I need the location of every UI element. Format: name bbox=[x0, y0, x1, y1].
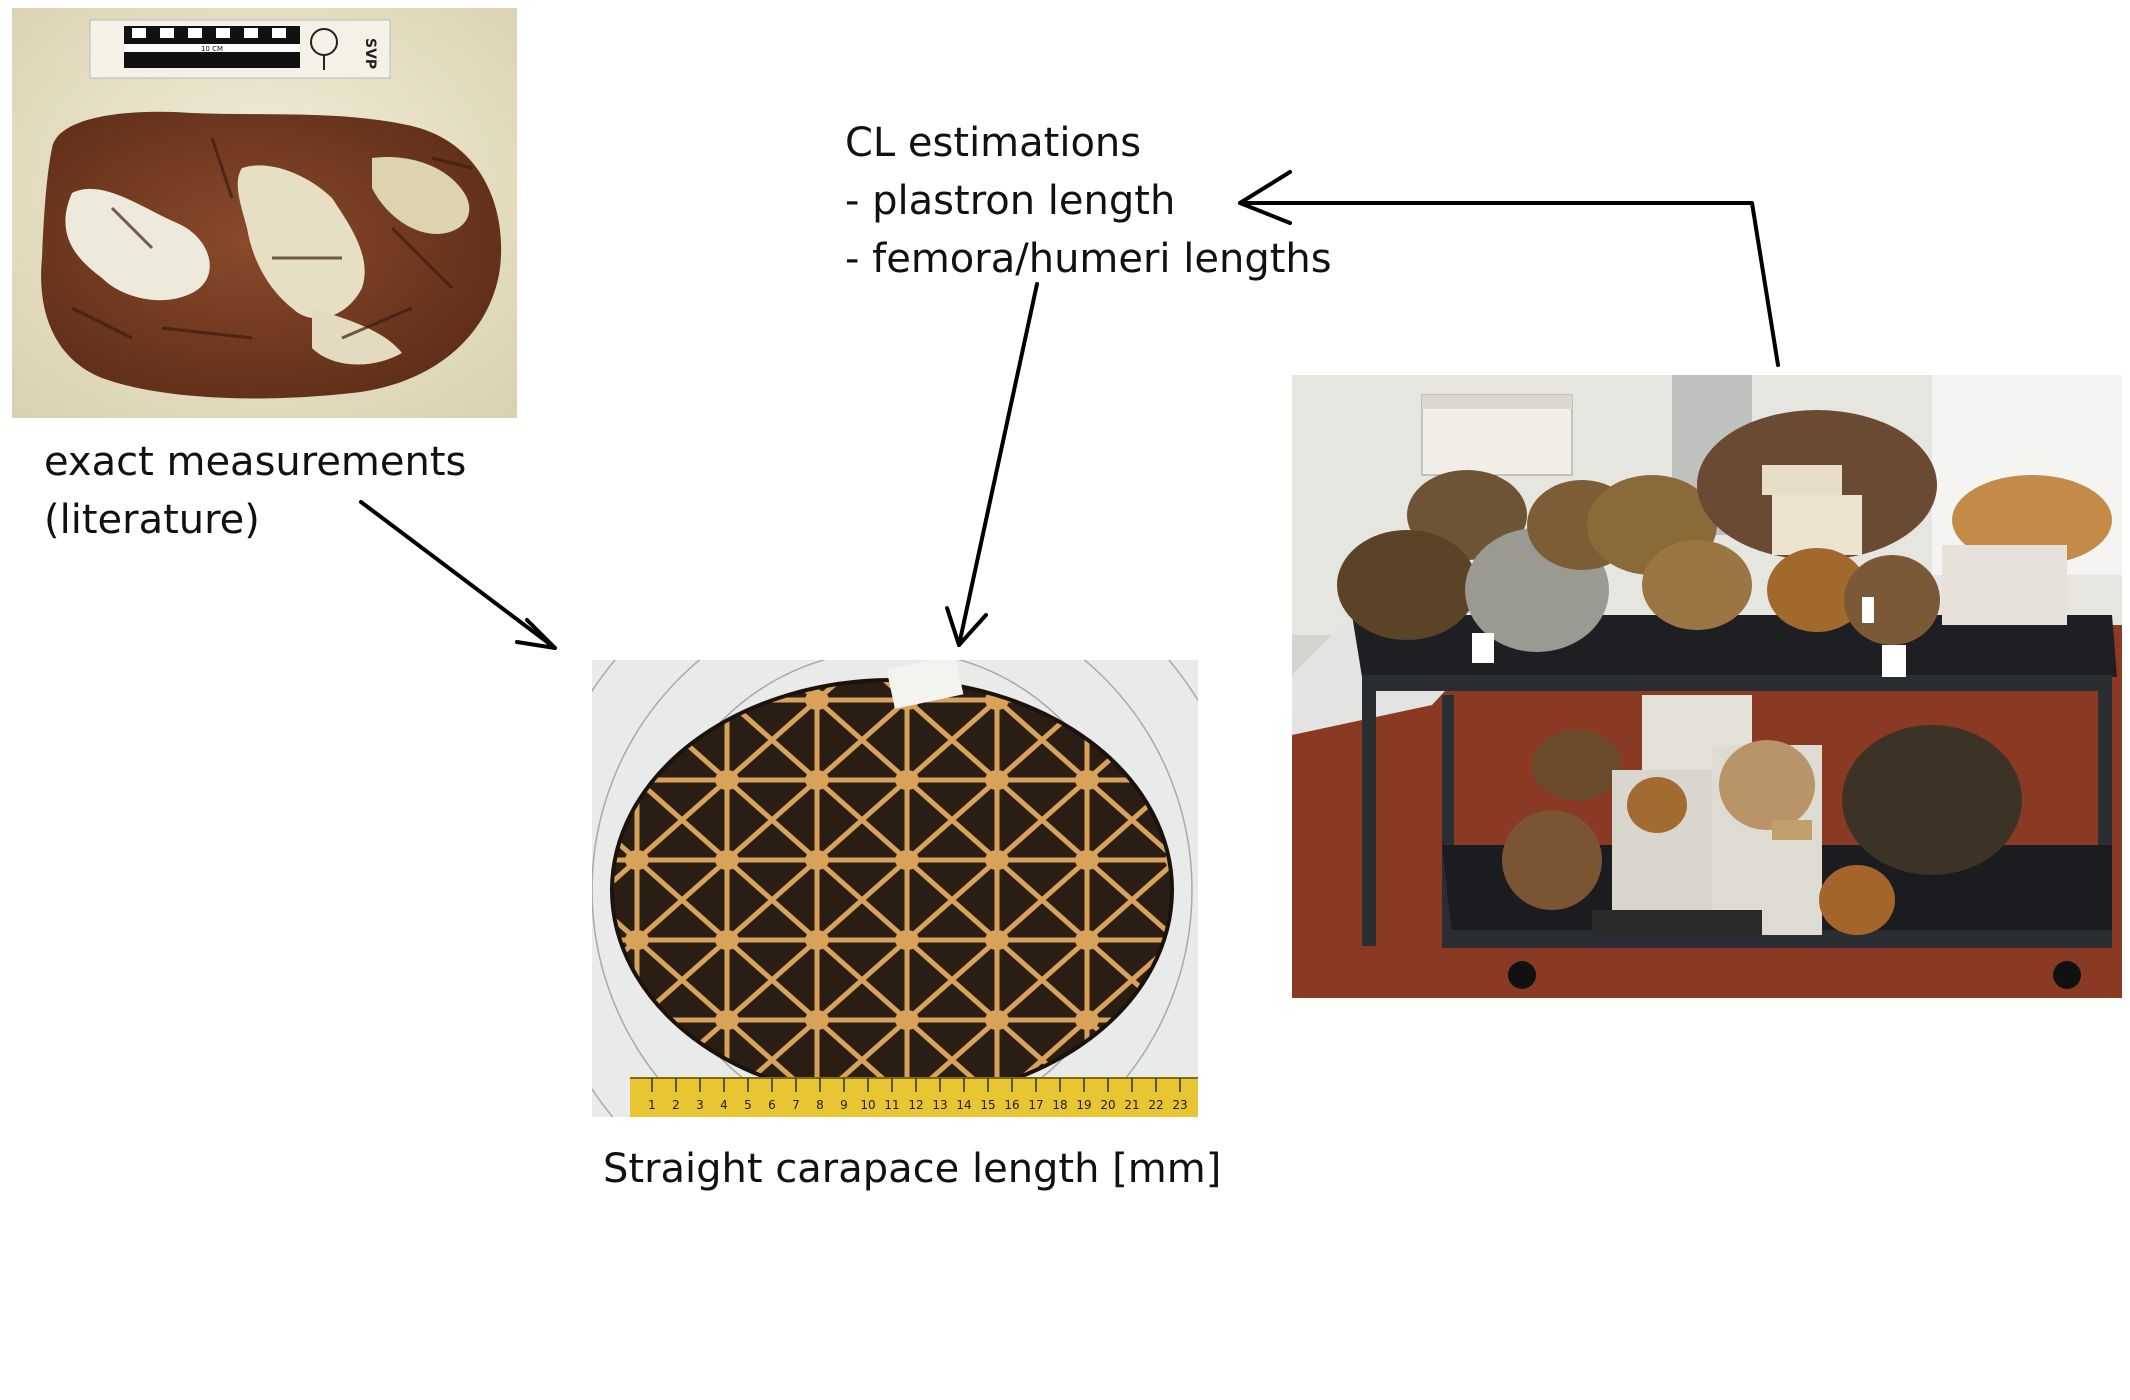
cl-estimations-item-plastron: - plastron length bbox=[845, 178, 1176, 224]
ruler-number: 13 bbox=[932, 1098, 947, 1112]
ruler-number: 5 bbox=[744, 1098, 752, 1112]
shell-carapace bbox=[612, 680, 1172, 1100]
ruler-number: 4 bbox=[720, 1098, 728, 1112]
arrow-collection-to-estimations bbox=[1238, 170, 1780, 367]
ruler-number: 16 bbox=[1004, 1098, 1019, 1112]
ruler-number: 8 bbox=[816, 1098, 824, 1112]
ruler-number: 14 bbox=[956, 1098, 971, 1112]
arrow-literature-to-carapace-length bbox=[359, 500, 557, 650]
ruler-number: 18 bbox=[1052, 1098, 1067, 1112]
cl-estimations-item-femora: - femora/humeri lengths bbox=[845, 236, 1332, 282]
collection-cart-photo bbox=[1292, 375, 2122, 998]
ruler-number: 15 bbox=[980, 1098, 995, 1112]
scale-bar-text: 10 CM bbox=[201, 45, 223, 53]
top-shelf-specimens bbox=[1337, 410, 2112, 677]
scale-bar-logo: SVP bbox=[362, 38, 378, 69]
ruler-number: 10 bbox=[860, 1098, 875, 1112]
exact-measurements-label-line2: (literature) bbox=[44, 497, 260, 543]
ruler-number: 11 bbox=[884, 1098, 899, 1112]
ruler-number: 3 bbox=[696, 1098, 704, 1112]
ruler-number: 20 bbox=[1100, 1098, 1115, 1112]
ruler-number: 6 bbox=[768, 1098, 776, 1112]
ruler-number: 12 bbox=[908, 1098, 923, 1112]
bottom-shelf-specimens bbox=[1502, 695, 2022, 935]
collection-cart-image bbox=[1292, 375, 2122, 998]
ruler-number: 22 bbox=[1148, 1098, 1163, 1112]
ruler-number: 9 bbox=[840, 1098, 848, 1112]
ruler-number: 19 bbox=[1076, 1098, 1091, 1112]
straight-carapace-length-label: Straight carapace length [mm] bbox=[603, 1146, 1222, 1192]
scale-bar: 10 CM SVP bbox=[89, 19, 391, 79]
ruler-number: 23 bbox=[1172, 1098, 1187, 1112]
fossil-carapace-image: 10 CM SVP bbox=[12, 8, 517, 418]
ruler-number: 17 bbox=[1028, 1098, 1043, 1112]
fossil-carapace-photo: 10 CM SVP bbox=[12, 8, 517, 418]
ruler-number: 7 bbox=[792, 1098, 800, 1112]
ruler-number: 21 bbox=[1124, 1098, 1139, 1112]
fossil-shell bbox=[41, 111, 502, 399]
ruler-number: 1 bbox=[648, 1098, 656, 1112]
ruler-number: 2 bbox=[672, 1098, 680, 1112]
arrow-estimations-to-carapace-length bbox=[945, 282, 1039, 647]
cl-estimations-title: CL estimations bbox=[845, 120, 1142, 166]
exact-measurements-label-line1: exact measurements bbox=[44, 439, 467, 485]
